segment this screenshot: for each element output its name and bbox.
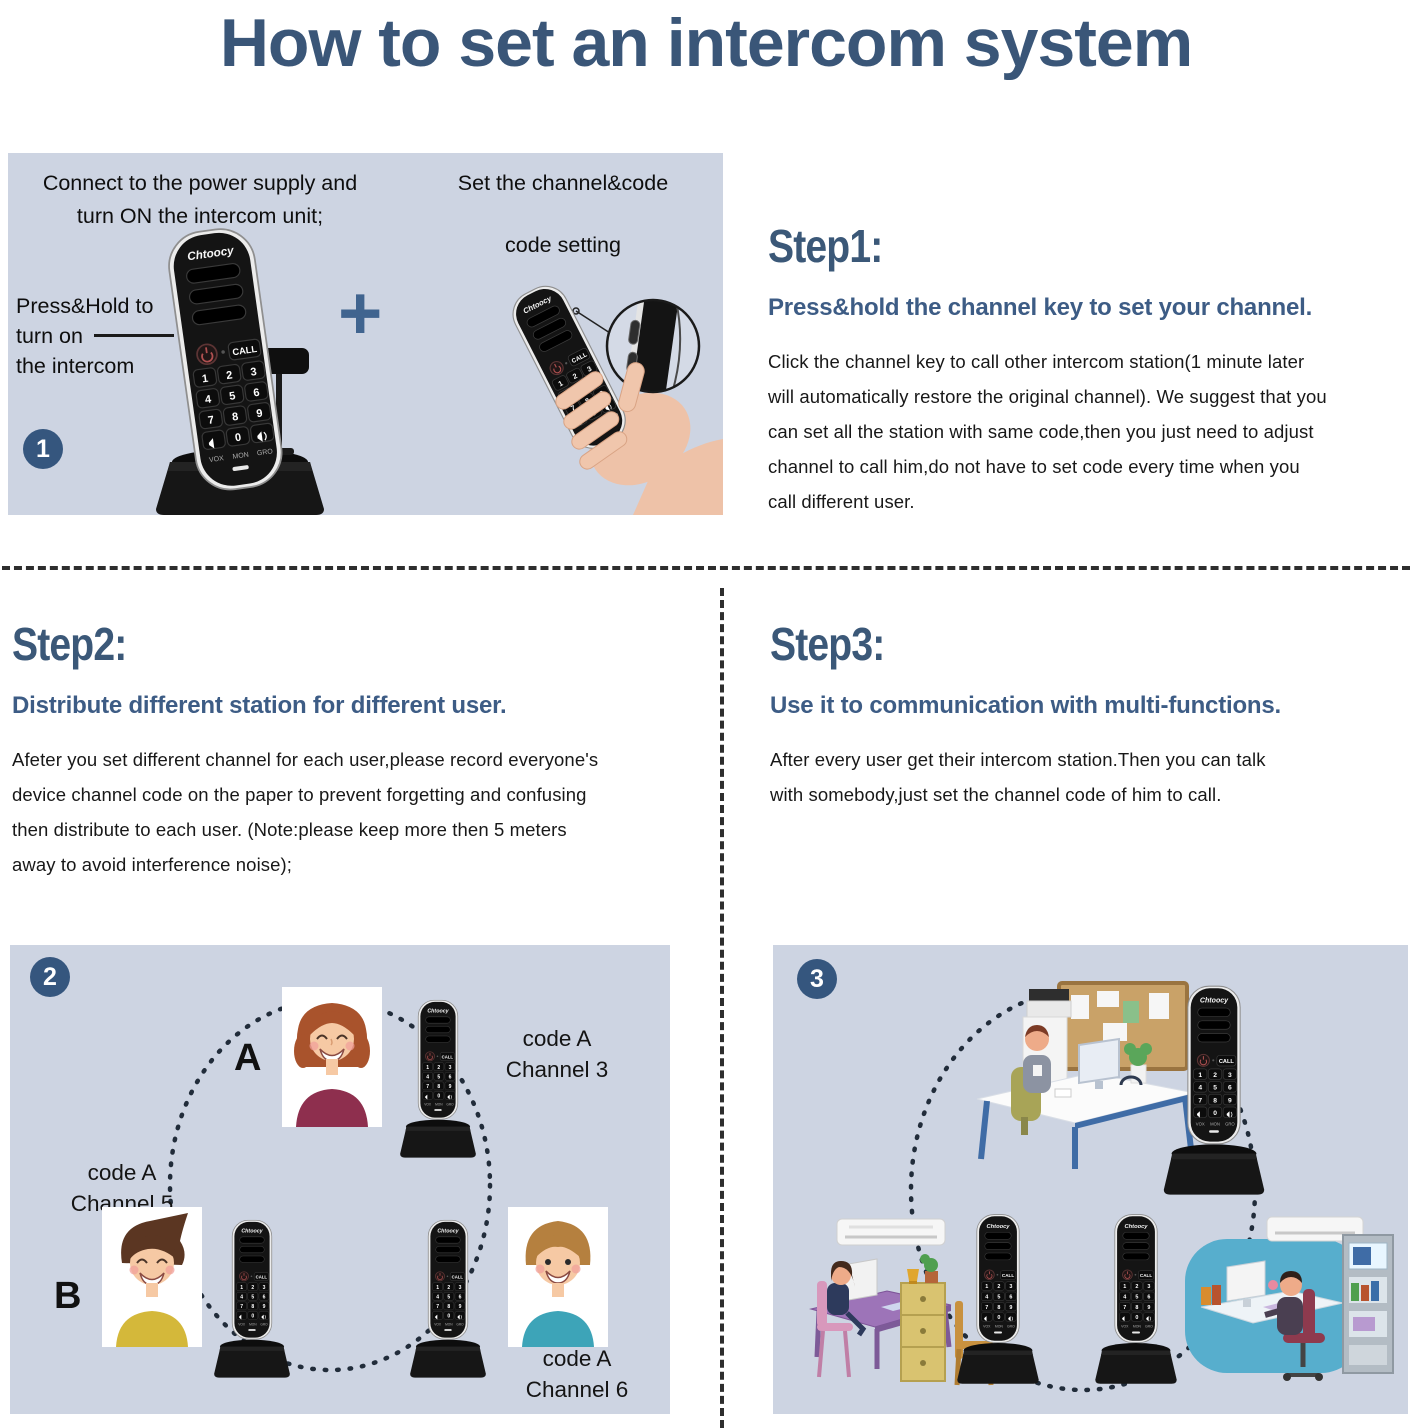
step2-section: Step2: Distribute different station for …	[12, 620, 712, 882]
intercom-station-right	[408, 1213, 488, 1379]
step2-heading: Step2:	[12, 618, 127, 670]
user-a-avatar	[282, 987, 382, 1127]
pointer-line	[94, 334, 174, 337]
step-badge-1: 1	[23, 429, 63, 469]
intercom-on-dock-illustration	[156, 223, 324, 515]
step1-heading: Step1:	[768, 220, 883, 272]
step3-section: Step3: Use it to communication with mult…	[770, 620, 1410, 812]
step-badge-3: 3	[797, 959, 837, 999]
horizontal-dashed-divider	[2, 566, 1410, 570]
plus-sign: +	[338, 271, 383, 356]
user-b-label: B	[54, 1275, 82, 1317]
panel1-right-caption: code setting	[505, 233, 621, 257]
step-badge-2: 2	[30, 957, 70, 997]
office-scene-right	[1171, 1211, 1396, 1396]
page-title: How to set an intercom system	[219, 5, 1193, 81]
intercom-station-office-right	[1093, 1207, 1179, 1385]
panel-communicate: 3	[773, 945, 1408, 1414]
hand-holding-intercom-illustration	[504, 277, 723, 515]
vertical-dashed-divider	[720, 588, 724, 1428]
panel-distribute: 2 A code A Channel 3 code A Channel 5 B …	[10, 945, 670, 1414]
panel1-left-caption: Press&Hold to turn on the intercom	[16, 294, 154, 378]
user-b-avatar	[102, 1207, 202, 1347]
panel1-top-caption: Connect to the power supply and turn ON …	[42, 171, 358, 228]
panel1-right-title: Set the channel&code	[457, 171, 669, 195]
step1-section: Step1: Press&hold the channel key to set…	[768, 222, 1412, 519]
step1-body: Click the channel key to call other inte…	[768, 351, 1327, 512]
station-bottom-tag: code A Channel 6	[525, 1346, 629, 1402]
user-a-label: A	[234, 1037, 262, 1079]
side-channel-button	[628, 319, 641, 345]
intercom-station-top	[398, 993, 478, 1159]
intercom-station-large	[1161, 977, 1267, 1196]
intercom-station-office-left	[955, 1207, 1041, 1385]
intercom-station-left	[212, 1213, 292, 1379]
step2-body: Afeter you set different channel for eac…	[12, 749, 599, 875]
step1-subheading: Press&hold the channel key to set your c…	[768, 294, 1313, 321]
user-c-avatar	[508, 1207, 608, 1347]
step3-heading: Step3:	[770, 618, 885, 670]
step3-body: After every user get their intercom stat…	[770, 749, 1266, 805]
fingers	[555, 362, 645, 470]
station-top-tag: code A Channel 3	[505, 1026, 609, 1082]
step2-subheading: Distribute different station for differe…	[12, 692, 507, 719]
step3-subheading: Use it to communication with multi-funct…	[770, 692, 1281, 719]
panel-setup: Connect to the power supply and turn ON …	[8, 153, 723, 515]
